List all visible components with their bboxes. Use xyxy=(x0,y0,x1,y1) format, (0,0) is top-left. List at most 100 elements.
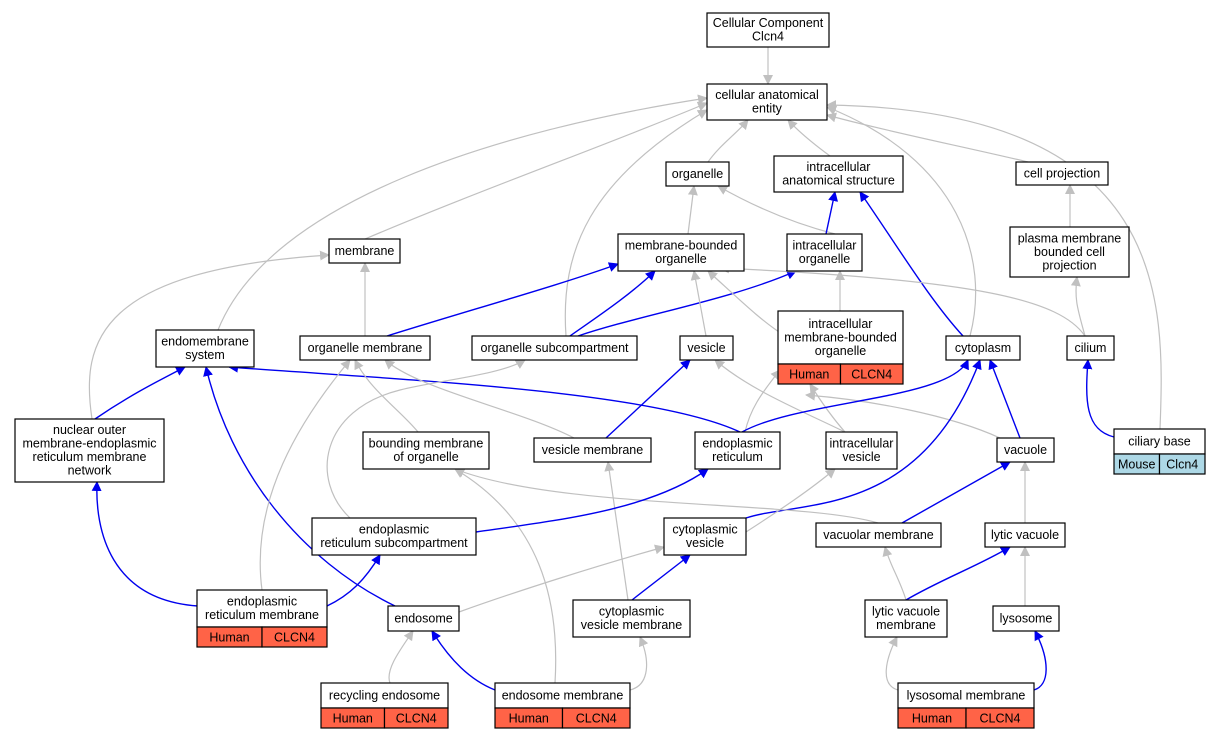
node-box xyxy=(996,437,1055,463)
edge-mbo-to-organelle xyxy=(687,185,698,235)
edge-cvm-to-cytves xyxy=(631,554,691,601)
node-label-line: organelle xyxy=(672,167,723,181)
edge-recend-to-endosome xyxy=(388,630,414,684)
edge-cilium-to-mbo xyxy=(719,263,1086,337)
node-label-line: cytoplasm xyxy=(955,341,1011,355)
node-label-line: plasma membrane xyxy=(1018,231,1122,245)
node-label-line: bounded cell xyxy=(1034,245,1105,259)
edge-ias-to-cae xyxy=(787,119,831,157)
node-label-line: organelle xyxy=(655,252,706,266)
node-label-line: membrane-bounded xyxy=(625,239,738,253)
node-box xyxy=(320,682,449,709)
edge-cytoplasm-to-cae xyxy=(826,105,977,337)
species-tag-label: CLCN4 xyxy=(396,712,437,726)
node-box xyxy=(786,233,863,272)
node-vacmem[interactable]: vacuolar membrane xyxy=(815,522,942,548)
edge-er-to-imbo xyxy=(744,369,781,433)
species-tag-cell xyxy=(561,707,631,729)
species-tag-label: Mouse xyxy=(1118,458,1156,472)
node-cytoplasm[interactable]: cytoplasm xyxy=(945,335,1021,361)
node-orgmem[interactable]: organelle membrane xyxy=(299,335,431,361)
node-label-line: membrane xyxy=(876,618,936,632)
edge-er-to-cytoplasm xyxy=(741,359,969,433)
node-label-line: reticulum membrane xyxy=(205,608,319,622)
node-label-line: lytic vacuole xyxy=(872,605,940,619)
node-cilium[interactable]: cilium xyxy=(1066,335,1115,361)
species-tag-label: CLCN4 xyxy=(851,368,892,382)
node-label-line: network xyxy=(68,464,113,478)
node-box xyxy=(665,161,730,187)
node-orgsub[interactable]: organelle subcompartment xyxy=(471,335,638,361)
node-vesicle[interactable]: vesicle xyxy=(679,335,734,361)
node-box xyxy=(777,310,904,365)
node-label-line: vesicle xyxy=(687,341,725,355)
node-label-line: vesicle xyxy=(842,450,880,464)
edge-cbase-to-cae xyxy=(826,100,1162,430)
edge-vesmem-to-orgmem xyxy=(384,359,575,439)
edge-lvm-to-vacmem xyxy=(882,546,907,601)
node-label-line: endoplasmic xyxy=(359,523,429,537)
edge-lysmem-to-lvm xyxy=(885,636,899,691)
node-cellproj[interactable]: cell projection xyxy=(1015,161,1109,186)
edge-membrane-to-cae xyxy=(364,101,708,240)
node-lytvac[interactable]: lytic vacuole xyxy=(984,522,1066,548)
node-label-line: projection xyxy=(1042,258,1096,272)
node-label-line: membrane-endoplasmic xyxy=(22,437,156,451)
edge-vacmem-to-vacuole xyxy=(901,461,1011,524)
node-label-line: cellular anatomical xyxy=(715,88,819,102)
node-vacuole[interactable]: vacuole xyxy=(996,437,1055,463)
node-label-line: system xyxy=(185,348,225,362)
node-label-line: Cellular Component xyxy=(713,16,824,30)
node-box xyxy=(992,605,1060,632)
node-box xyxy=(706,12,830,48)
node-vesmem[interactable]: vesicle membrane xyxy=(533,437,652,463)
edges-layer xyxy=(88,47,1162,691)
node-lysosome[interactable]: lysosome xyxy=(992,605,1060,632)
node-endosome[interactable]: endosome xyxy=(387,605,460,632)
edge-ermem-to-nomer xyxy=(91,481,199,607)
node-box xyxy=(864,599,948,638)
node-label-line: endomembrane xyxy=(161,335,249,349)
node-nomer[interactable]: nuclear outermembrane-endoplasmicreticul… xyxy=(14,418,165,483)
edge-organelle-to-cae xyxy=(707,119,749,163)
node-box xyxy=(362,431,490,470)
node-label-line: membrane-bounded xyxy=(784,330,897,344)
species-tag-cell xyxy=(261,626,328,648)
edge-vesmem-to-vesicle xyxy=(605,359,691,439)
edge-cilium-to-pmbcp xyxy=(1070,276,1086,337)
species-tag-label: Clcn4 xyxy=(1166,458,1198,472)
node-label-line: reticulum membrane xyxy=(33,450,147,464)
node-label-line: organelle xyxy=(815,344,866,358)
node-organelle[interactable]: organelle xyxy=(665,161,730,187)
node-imbo[interactable]: intracellularmembrane-boundedorganelleHu… xyxy=(777,310,904,385)
species-tag-label: Human xyxy=(789,368,829,382)
node-label-line: cilium xyxy=(1075,341,1107,355)
node-membrane[interactable]: membrane xyxy=(328,238,401,264)
node-box xyxy=(471,335,638,361)
node-label-line: cell projection xyxy=(1024,166,1100,180)
node-box xyxy=(694,431,781,470)
node-label-line: vesicle membrane xyxy=(542,443,643,457)
edge-bmo-to-orgmem xyxy=(354,359,419,433)
node-label-line: recycling endosome xyxy=(329,688,440,702)
edge-ermem-to-ersub xyxy=(326,554,381,607)
